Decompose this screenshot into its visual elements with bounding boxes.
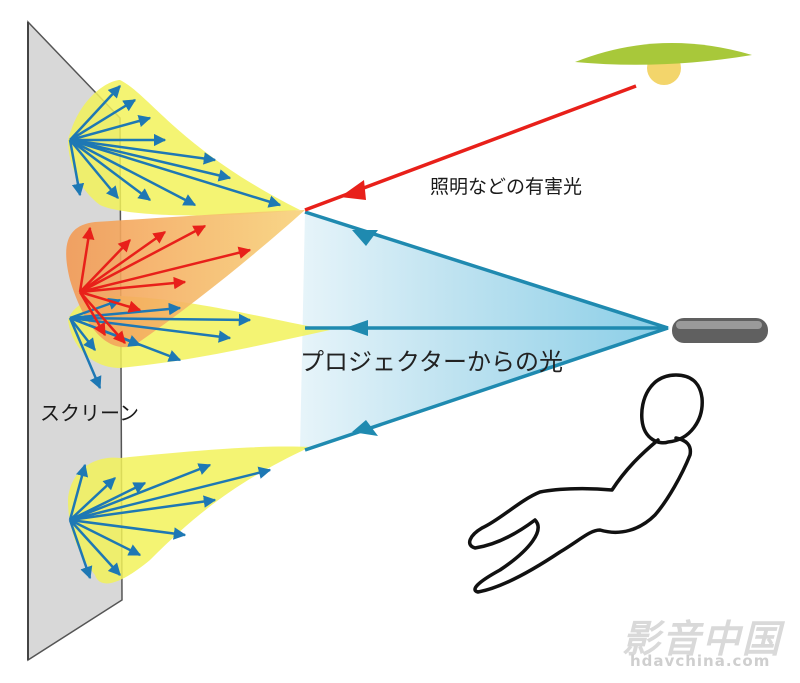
watermark-url: hdavchina.com <box>630 652 771 670</box>
ceiling-lamp-icon <box>575 43 752 85</box>
harmful-light-ray <box>304 84 637 212</box>
reflection-arrows-top <box>68 85 282 208</box>
screen-label: スクリーン <box>40 401 139 425</box>
projector-beam <box>300 212 670 450</box>
harmful-light-label: 照明などの有害光 <box>430 176 583 198</box>
reflection-arrows-bottom <box>68 463 272 580</box>
projector-icon <box>672 318 768 343</box>
projector-light-label: プロジェクターからの光 <box>300 348 564 376</box>
projector-ray-arrowheads <box>345 230 378 436</box>
watermark-chinese-text: 影音中国 <box>622 617 783 661</box>
harmful-reflection-arrows <box>78 224 252 344</box>
seated-person-icon <box>467 373 704 594</box>
watermark-logo: 影音中国 hdavchina.com <box>622 608 792 674</box>
